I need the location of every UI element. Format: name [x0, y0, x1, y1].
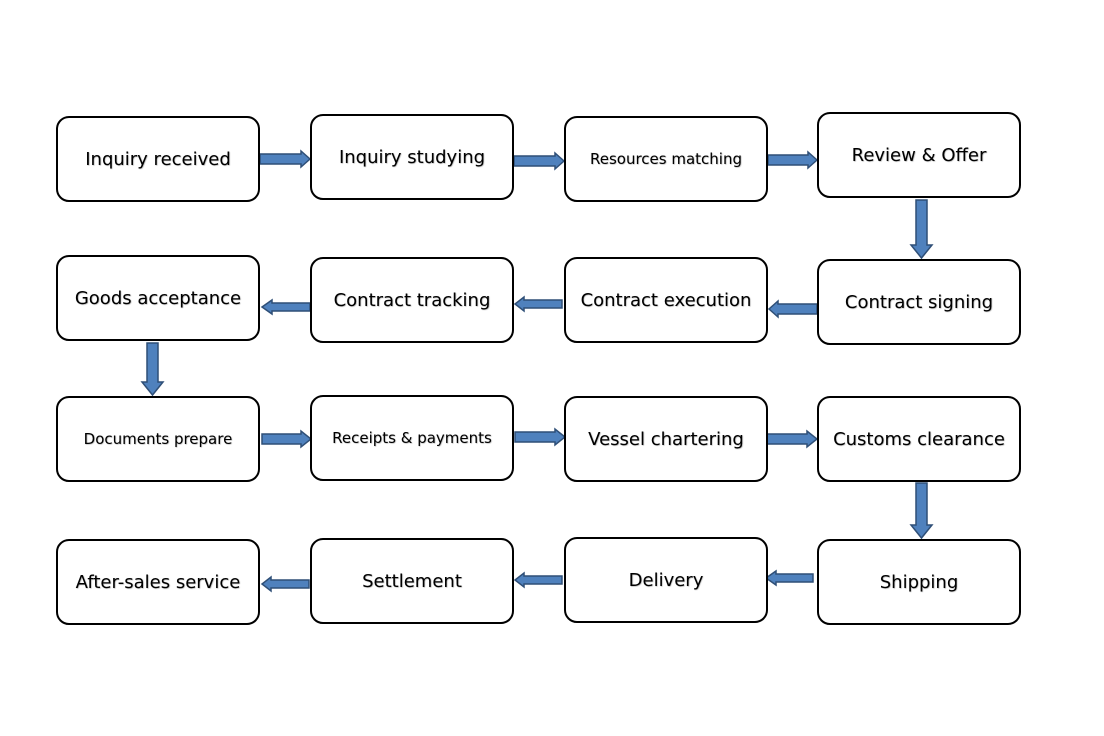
step-contract-execution: Contract execution — [564, 257, 768, 343]
arrow-inquiry-received-to-inquiry-studying — [259, 149, 312, 169]
arrow-contract-signing-to-contract-execution — [767, 299, 818, 319]
step-label: Inquiry received — [85, 148, 231, 170]
step-resources-matching: Resources matching — [564, 116, 768, 202]
step-label: Goods acceptance — [74, 287, 242, 309]
step-after-sales-service: After-sales service — [56, 539, 260, 625]
arrow-delivery-to-settlement — [513, 571, 563, 589]
step-delivery: Delivery — [564, 537, 768, 623]
arrow-shipping-to-delivery — [764, 569, 814, 587]
step-label: Contract execution — [580, 289, 752, 311]
arrow-inquiry-studying-to-resources-matching — [513, 151, 566, 171]
arrow-documents-prepare-to-receipts-payments — [261, 429, 313, 449]
arrow-review-offer-to-contract-signing — [909, 199, 934, 260]
step-review-offer: Review & Offer — [817, 112, 1021, 198]
step-customs-clearance: Customs clearance — [817, 396, 1021, 482]
step-label: After-sales service — [75, 571, 241, 593]
arrow-vessel-chartering-to-customs-clearance — [765, 429, 819, 449]
arrow-settlement-to-after-sales-service — [260, 575, 310, 593]
step-label: Customs clearance — [833, 428, 1005, 450]
step-label: Documents prepare — [83, 430, 233, 448]
step-label: Delivery — [628, 569, 704, 591]
arrow-resources-matching-to-review-offer — [767, 150, 819, 170]
step-label: Receipts & payments — [332, 429, 492, 447]
step-label: Vessel chartering — [588, 428, 744, 450]
step-settlement: Settlement — [310, 538, 514, 624]
step-label: Shipping — [879, 571, 959, 593]
step-inquiry-studying: Inquiry studying — [310, 114, 514, 200]
arrow-contract-execution-to-contract-tracking — [513, 295, 563, 313]
step-receipts-payments: Receipts & payments — [310, 395, 514, 481]
step-label: Inquiry studying — [338, 146, 486, 168]
step-label: Settlement — [362, 570, 462, 592]
step-contract-signing: Contract signing — [817, 259, 1021, 345]
step-label: Contract signing — [844, 291, 994, 313]
step-documents-prepare: Documents prepare — [56, 396, 260, 482]
step-goods-acceptance: Goods acceptance — [56, 255, 260, 341]
step-label: Review & Offer — [851, 144, 987, 166]
arrow-customs-clearance-to-shipping — [909, 482, 934, 540]
step-inquiry-received: Inquiry received — [56, 116, 260, 202]
arrow-goods-acceptance-to-documents-prepare — [140, 342, 165, 397]
step-label: Contract tracking — [333, 289, 491, 311]
step-vessel-chartering: Vessel chartering — [564, 396, 768, 482]
step-contract-tracking: Contract tracking — [310, 257, 514, 343]
arrow-contract-tracking-to-goods-acceptance — [260, 298, 311, 316]
step-label: Resources matching — [589, 150, 742, 168]
arrow-receipts-payments-to-vessel-chartering — [514, 427, 567, 447]
step-shipping: Shipping — [817, 539, 1021, 625]
